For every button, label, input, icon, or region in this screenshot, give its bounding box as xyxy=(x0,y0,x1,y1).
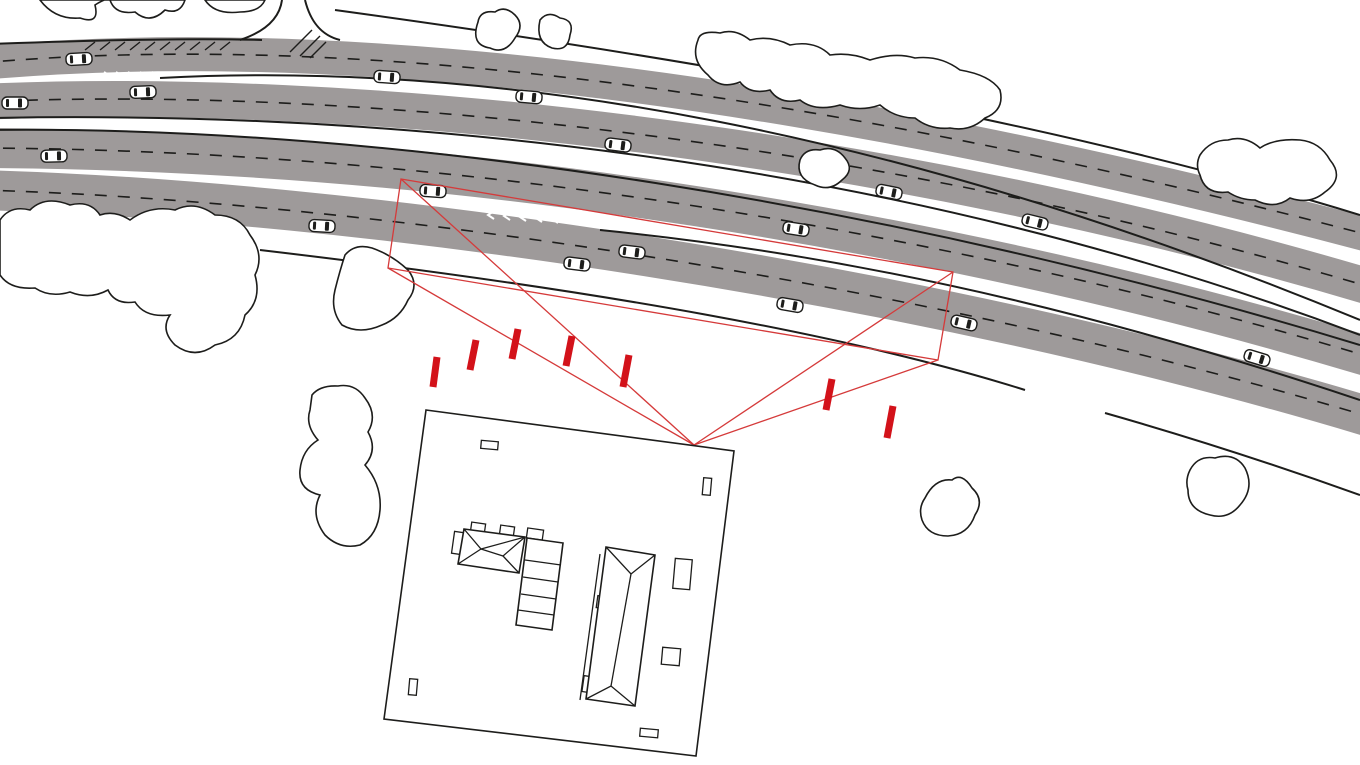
site-fixture xyxy=(407,677,419,697)
building-left xyxy=(450,521,545,574)
tree-canopy xyxy=(38,0,120,21)
sensor-marker xyxy=(822,378,836,411)
roof-ridge xyxy=(502,536,526,574)
tree-canopy xyxy=(299,384,382,548)
tree-canopy xyxy=(919,476,981,537)
road-edge xyxy=(1104,412,1360,496)
car xyxy=(514,89,544,105)
lane-marking xyxy=(0,147,1360,355)
road-edge xyxy=(159,74,1360,321)
site-fixture xyxy=(479,439,500,451)
sight-line xyxy=(693,271,954,446)
building-wall xyxy=(579,553,601,701)
roof-ridge xyxy=(457,548,482,565)
tree-canopy xyxy=(474,8,521,51)
site-fixture xyxy=(701,476,713,497)
ramp-edge xyxy=(304,0,341,41)
tree-canopy xyxy=(798,147,851,189)
coverage-area xyxy=(387,178,954,446)
sight-line xyxy=(693,359,939,446)
tree-canopy xyxy=(109,0,186,19)
tree-canopy xyxy=(204,0,266,14)
unit-divider xyxy=(524,559,562,566)
sensor-marker xyxy=(883,405,897,439)
tree-canopy xyxy=(0,200,260,354)
car xyxy=(1,96,29,110)
lane-marking xyxy=(0,53,1360,234)
ramp-edge xyxy=(239,0,283,41)
road-edge xyxy=(0,116,1360,336)
unit-divider xyxy=(517,609,555,616)
site-fixture xyxy=(638,727,660,739)
sensor-marker xyxy=(466,339,480,371)
sensor-marker xyxy=(429,356,441,388)
tree-canopy xyxy=(1186,455,1250,518)
roof-ridge xyxy=(585,685,636,707)
unit-divider xyxy=(520,593,557,600)
sensors xyxy=(429,328,897,439)
sensor-marker xyxy=(619,354,633,388)
car xyxy=(617,243,647,261)
site-fixture xyxy=(672,557,693,591)
roof-ridge xyxy=(610,573,632,687)
car xyxy=(603,136,633,154)
chevron-markings-east xyxy=(486,210,559,224)
car xyxy=(562,255,592,273)
car xyxy=(40,149,68,163)
car xyxy=(372,69,402,85)
lane-marking xyxy=(0,189,1360,415)
tree-canopy xyxy=(1196,137,1338,206)
crosswalk-hatching xyxy=(84,29,327,59)
car xyxy=(129,84,157,100)
building-site xyxy=(383,409,735,757)
sight-line xyxy=(387,267,695,446)
building-long xyxy=(579,546,656,707)
roof-ridge xyxy=(480,548,504,557)
sight-line xyxy=(400,178,695,446)
tree-canopy xyxy=(694,30,1002,130)
lane-marking xyxy=(0,98,1360,285)
sensor-marker xyxy=(508,328,522,360)
chevron-markings-west xyxy=(103,71,160,81)
road-edge xyxy=(0,128,1360,346)
road-edge xyxy=(0,38,263,45)
site-boundary xyxy=(383,409,735,757)
site-fixture xyxy=(660,646,682,667)
sensor-marker xyxy=(562,335,576,367)
building-stacked-units xyxy=(515,537,564,631)
tree-canopy xyxy=(538,13,573,50)
tree-canopy xyxy=(332,245,415,331)
car xyxy=(65,51,93,67)
trees xyxy=(0,0,1338,548)
unit-divider xyxy=(522,576,559,583)
road-edge xyxy=(599,229,1360,401)
car xyxy=(308,218,336,234)
